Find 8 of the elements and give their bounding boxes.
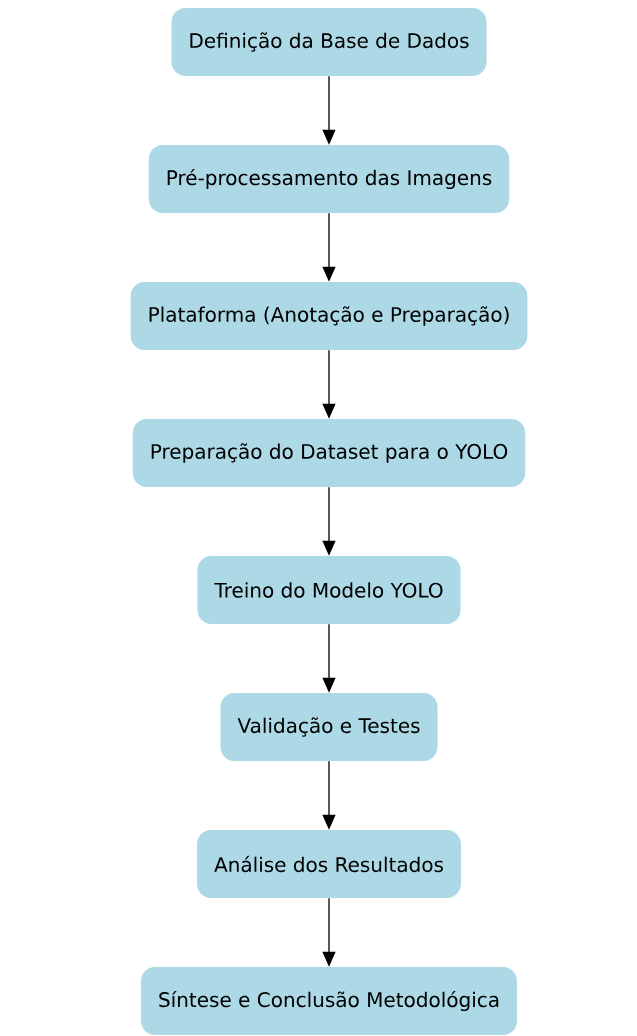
- process-box: Preparação do Dataset para o YOLO: [132, 419, 526, 487]
- process-box: Definição da Base de Dados: [171, 8, 487, 76]
- process-box: Validação e Testes: [220, 693, 438, 761]
- process-box: Treino do Modelo YOLO: [197, 556, 461, 624]
- process-box: Pré-processamento das Imagens: [148, 145, 510, 213]
- process-box: Síntese e Conclusão Metodológica: [140, 967, 517, 1035]
- process-box: Plataforma (Anotação e Preparação): [130, 282, 528, 350]
- process-box: Análise dos Resultados: [197, 830, 461, 898]
